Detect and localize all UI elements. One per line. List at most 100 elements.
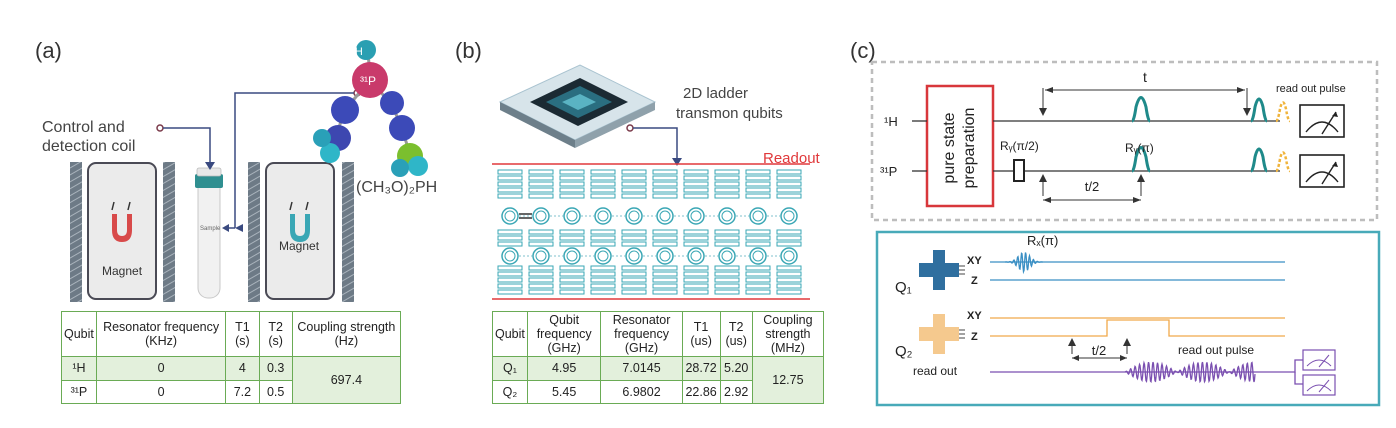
resonator-meander — [559, 187, 585, 193]
resonator-meander — [590, 283, 616, 289]
coupling-value: 697.4 — [291, 356, 402, 404]
resonator-meander — [652, 169, 678, 175]
resonator-meander — [776, 169, 802, 175]
resonator-meander — [652, 175, 678, 181]
qubit-circle — [656, 247, 674, 265]
qubit-inner — [783, 250, 795, 262]
th-coupling: Coupling strength (MHz) — [751, 311, 825, 357]
resonator-meander — [590, 229, 616, 235]
qubit-inner — [628, 210, 640, 222]
resonator-meander — [745, 229, 771, 235]
resonator-meander — [714, 175, 740, 181]
resonator-meander — [621, 187, 647, 193]
table-superconducting: Qubit Qubit frequency (GHz) Resonator fr… — [492, 311, 825, 404]
readout-pulse-wave — [1124, 360, 1256, 384]
qubit-circle — [563, 207, 581, 225]
resonator-meander — [559, 265, 585, 271]
p-readout-pulse — [1275, 151, 1291, 173]
cell: 5.20 — [719, 356, 753, 381]
resonator-meander — [683, 271, 709, 277]
resonator-meander — [714, 265, 740, 271]
nmr-readout-label: read out pulse — [1276, 83, 1346, 95]
resonator-meander — [528, 271, 554, 277]
resonator-meander — [683, 187, 709, 193]
resonator-meander — [590, 289, 616, 295]
resonator-meander — [621, 283, 647, 289]
panel-a-illustration: ¹H ³¹P Magnet Magnet Sample — [70, 40, 428, 302]
qubit-circle — [749, 207, 767, 225]
resonator-meander — [652, 277, 678, 283]
cell: Q₂ — [492, 379, 528, 404]
resonator-meander — [714, 193, 740, 199]
coil-label-2: detection coil — [42, 138, 136, 155]
readout-label: Readout — [763, 150, 820, 167]
sample-tube — [195, 167, 223, 299]
resonator-meander — [652, 181, 678, 187]
resonator-meander — [776, 181, 802, 187]
qubit-inner — [535, 250, 547, 262]
resonator-meander — [683, 265, 709, 271]
nmr-pulse-sequence: ¹H ³¹P pure state preparation t t/2 Rᵧ(π… — [870, 60, 1379, 222]
q2-label: Q₂ — [895, 343, 913, 360]
resonator-meander — [590, 241, 616, 247]
sc-meter-2 — [1302, 374, 1336, 396]
rx-pulse — [1004, 252, 1044, 275]
resonator-meander — [528, 241, 554, 247]
chip-label-2: transmon qubits — [676, 105, 783, 122]
qubit-inner — [721, 210, 733, 222]
cell: 7.0145 — [600, 356, 683, 381]
th-res-freq: Resonator frequency (KHz) — [95, 311, 227, 357]
wall-right-outer — [342, 162, 354, 302]
resonator-meander — [745, 289, 771, 295]
resonator-meander — [559, 277, 585, 283]
qubit-inner — [628, 250, 640, 262]
resonator-meander — [559, 229, 585, 235]
resonator-meander — [497, 283, 523, 289]
chip-label-1: 2D ladder — [683, 85, 749, 102]
qubit-inner — [504, 250, 516, 262]
prep-label-1: pure state — [941, 112, 958, 183]
qubit-circle — [718, 207, 736, 225]
sc-readout-pulse-label: read out pulse — [1178, 343, 1254, 357]
resonator-meander — [776, 235, 802, 241]
qubit-inner — [566, 210, 578, 222]
resonator-meander — [745, 271, 771, 277]
resonator-meander — [714, 271, 740, 277]
molecule-drawing — [313, 40, 428, 177]
resonator-meander — [528, 169, 554, 175]
resonator-meander — [714, 169, 740, 175]
resonator-meander — [745, 193, 771, 199]
resonator-meander — [652, 283, 678, 289]
resonator-meander — [621, 169, 647, 175]
resonator-meander — [745, 181, 771, 187]
qubit-circle — [563, 247, 581, 265]
atom-p-label: ³¹P — [360, 74, 376, 88]
resonator-meander — [497, 169, 523, 175]
cell: ³¹P — [61, 379, 97, 404]
t-half-label: t/2 — [1085, 179, 1099, 194]
resonator-meander — [497, 289, 523, 295]
resonator-meander — [745, 283, 771, 289]
h-label: ¹H — [884, 114, 898, 129]
q1-z-label: Z — [971, 275, 978, 287]
th-qubit-freq: Qubit frequency (GHz) — [526, 311, 602, 357]
qubit-circle — [780, 247, 798, 265]
cell: 4 — [225, 356, 260, 381]
resonator-meander — [621, 229, 647, 235]
qubit-inner — [721, 250, 733, 262]
resonator-meander — [745, 277, 771, 283]
qubit-inner — [752, 210, 764, 222]
qubit-circle — [687, 247, 705, 265]
qubit-inner — [504, 210, 516, 222]
resonator-meander — [652, 187, 678, 193]
resonator-meander — [683, 229, 709, 235]
resonator-meander — [497, 229, 523, 235]
rx-pi-label: Rₓ(π) — [1027, 233, 1058, 248]
p-label: ³¹P — [880, 164, 897, 179]
qubit-inner — [752, 250, 764, 262]
resonator-meander — [683, 181, 709, 187]
wall-right-inner — [248, 162, 260, 302]
resonator-meander — [714, 187, 740, 193]
resonator-meander — [745, 235, 771, 241]
panel-a-label: (a) — [35, 38, 62, 63]
